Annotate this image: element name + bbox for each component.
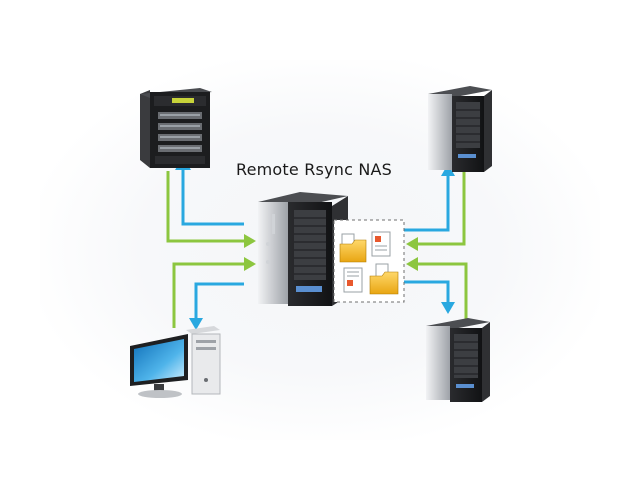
diagram-title: Remote Rsync NAS <box>236 160 393 179</box>
shared-files-group <box>333 219 405 303</box>
monitor-icon <box>130 334 188 398</box>
desktop-pc-icon <box>130 326 221 398</box>
link-bottom-left <box>172 257 256 330</box>
document-icon <box>343 267 363 293</box>
folder-icon <box>339 233 367 263</box>
tower-nas-icon <box>258 192 348 306</box>
tower-nas-icon <box>428 86 492 172</box>
rackmount-nas-icon <box>140 88 212 168</box>
folder-icon <box>369 263 399 295</box>
link-top-right <box>404 164 466 251</box>
tower-nas-icon <box>426 318 490 402</box>
link-bottom-right <box>404 257 468 322</box>
document-icon <box>371 231 391 257</box>
